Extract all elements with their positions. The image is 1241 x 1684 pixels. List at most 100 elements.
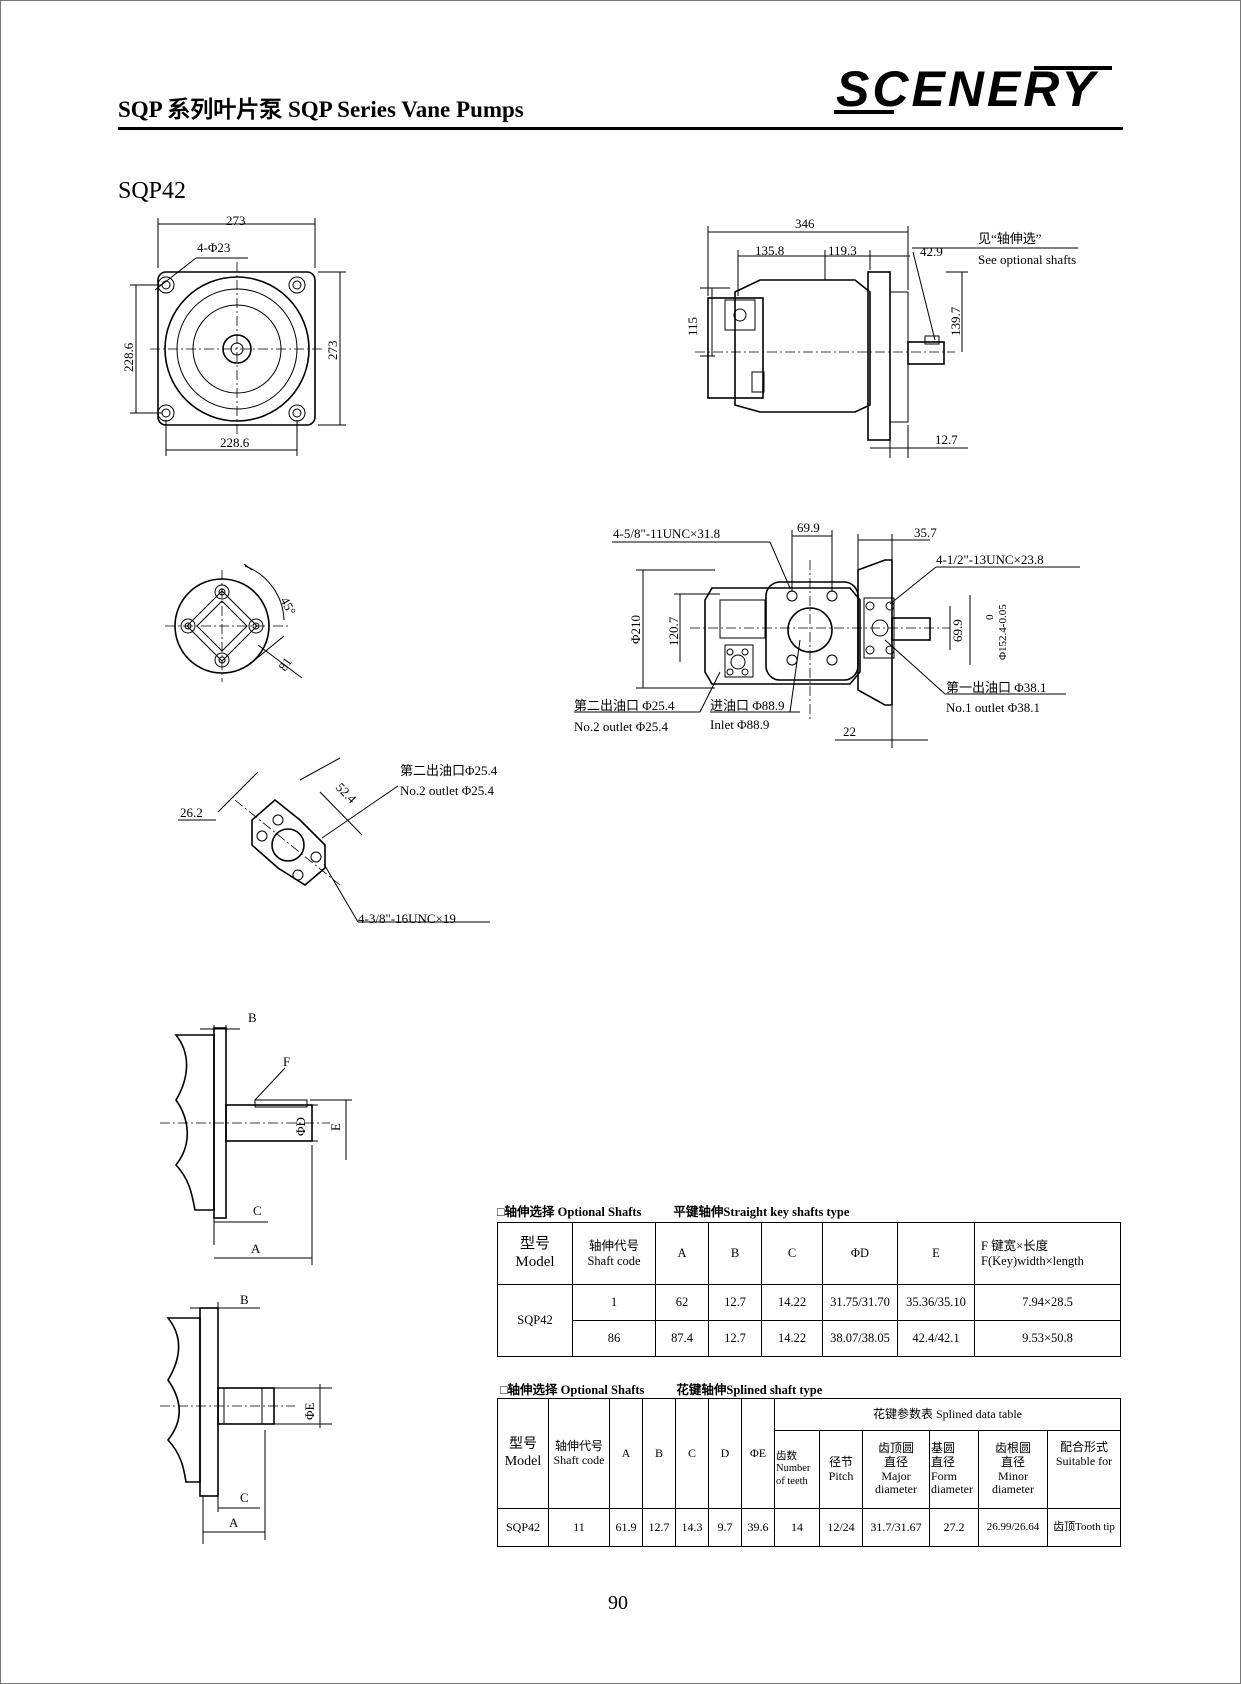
spline-header-form-en2: diameter	[931, 1482, 973, 1497]
header-rule	[118, 127, 1123, 130]
spline-header-c: C	[675, 1398, 709, 1509]
header-code-en: Shaft code	[587, 1253, 641, 1268]
bottom-view: 4-5/8"-11UNC×31.8 69.9 35.7 4-1/2"-13UNC…	[574, 520, 1080, 748]
header-model-cn: 型号	[519, 1236, 550, 1253]
cell-c: 14.22	[761, 1284, 823, 1321]
cell-b: 12.7	[708, 1284, 762, 1321]
svg-text:346: 346	[795, 216, 815, 231]
svg-text:F: F	[283, 1054, 290, 1069]
spline-header-major-cn2: 直径	[883, 1454, 908, 1469]
table-row: 86 87.4 12.7 14.22 38.07/38.05 42.4/42.1…	[498, 1320, 1121, 1357]
svg-text:C: C	[253, 1203, 262, 1218]
svg-text:26.2: 26.2	[180, 805, 203, 820]
svg-text:273: 273	[325, 341, 340, 361]
cell-d: 9.7	[708, 1508, 742, 1547]
header-a: A	[655, 1222, 709, 1285]
svg-text:B: B	[248, 1010, 257, 1025]
header-e: E	[897, 1222, 975, 1285]
svg-text:No.1 outlet Φ38.1: No.1 outlet Φ38.1	[946, 700, 1040, 715]
svg-text:35.7: 35.7	[914, 525, 937, 540]
svg-text:No.2 outlet Φ25.4: No.2 outlet Φ25.4	[574, 719, 668, 734]
cell-major: 31.7/31.67	[862, 1508, 930, 1547]
page-header-title: SQP 系列叶片泵 SQP Series Vane Pumps	[118, 97, 524, 122]
svg-text:0: 0	[984, 614, 996, 620]
cell-a: 62	[655, 1284, 709, 1321]
svg-text:B: B	[240, 1292, 249, 1307]
svg-text:No.2 outlet Φ25.4: No.2 outlet Φ25.4	[400, 783, 494, 798]
svg-text:Φ152.4-0.05: Φ152.4-0.05	[997, 604, 1009, 660]
header-model-en: Model	[515, 1253, 555, 1270]
key-model-cell: SQP42	[497, 1284, 573, 1357]
spline-shaft-type-text: 花键轴伸Splined shaft type	[676, 1383, 823, 1397]
header-code-cn: 轴伸代号	[588, 1239, 639, 1254]
svg-text:A: A	[229, 1515, 239, 1530]
svg-text:42.9: 42.9	[920, 244, 943, 259]
cell-minor: 26.99/26.64	[978, 1508, 1048, 1547]
svg-text:120.7: 120.7	[666, 616, 681, 646]
cell-form: 27.2	[929, 1508, 979, 1547]
table-row: SQP42 11 61.9 12.7 14.3 9.7 39.6 14 12/2…	[497, 1508, 1121, 1547]
spline-header-minor-cn2: 直径	[1000, 1454, 1025, 1469]
cell-b: 12.7	[642, 1508, 676, 1547]
svg-text:45°: 45°	[277, 594, 299, 617]
front-view: 273 4-Φ23 228.6 273 228.6	[121, 213, 346, 456]
cell-e: 35.36/35.10	[897, 1284, 975, 1321]
header-f-cn: F 键宽×长度	[981, 1239, 1049, 1254]
svg-text:139.7: 139.7	[948, 306, 963, 336]
key-shaft-caption-text: □轴伸选择 Optional Shafts	[497, 1205, 642, 1219]
spline-header-model-en: Model	[504, 1453, 542, 1469]
cell-b: 12.7	[708, 1320, 762, 1357]
spline-header-pitch-cn: 径节	[828, 1454, 853, 1469]
cell-a: 61.9	[609, 1508, 643, 1547]
spline-header-model-cn: 型号	[509, 1437, 537, 1453]
cell-e: 39.6	[741, 1508, 775, 1547]
spline-header-major-en2: diameter	[875, 1482, 917, 1497]
svg-text:Φ210: Φ210	[628, 615, 643, 644]
side-view: 346 135.8 119.3 42.9 见“轴伸选” See optional…	[685, 216, 1078, 458]
spline-header-code-en: Shaft code	[553, 1452, 605, 1467]
spline-header-fit-en: Suitable for	[1055, 1453, 1113, 1468]
svg-text:Inlet Φ88.9: Inlet Φ88.9	[710, 717, 769, 732]
spline-header-e: ΦE	[741, 1398, 775, 1509]
svg-text:See optional shafts: See optional shafts	[978, 252, 1076, 267]
brand-logo: SCENERY	[834, 61, 1112, 117]
page-number: 90	[608, 1592, 628, 1614]
svg-text:E: E	[328, 1123, 343, 1131]
svg-text:见“轴伸选”: 见“轴伸选”	[978, 231, 1042, 246]
spline-header-major-en1: Major	[881, 1468, 911, 1483]
cell-fit: 齿顶Tooth tip	[1047, 1508, 1121, 1547]
svg-text:SCENERY: SCENERY	[836, 61, 1099, 117]
spline-header-fit-cn: 配合形式	[1059, 1440, 1108, 1454]
spline-header-teeth-en1: Number	[776, 1463, 811, 1475]
key-shaft-caption: □轴伸选择 Optional Shafts 平键轴伸Straight key sh…	[497, 1201, 849, 1220]
key-shaft-type-text: 平键轴伸Straight key shafts type	[673, 1205, 850, 1219]
spline-header-form-cn2: 直径	[931, 1454, 956, 1469]
svg-text:22: 22	[843, 724, 856, 739]
spline-header-form-cn1: 基圆	[931, 1440, 956, 1455]
svg-text:69.9: 69.9	[797, 520, 820, 535]
cell-f: 9.53×50.8	[974, 1320, 1121, 1357]
cell-f: 7.94×28.5	[974, 1284, 1121, 1321]
spline-header-b: B	[642, 1398, 676, 1509]
cell-c: 14.22	[761, 1320, 823, 1357]
svg-text:4-1/2"-13UNC×23.8: 4-1/2"-13UNC×23.8	[936, 552, 1044, 567]
cell-model: SQP42	[497, 1508, 549, 1547]
spline-header-code-cn: 轴伸代号	[554, 1438, 603, 1453]
header-d: ΦD	[822, 1222, 898, 1285]
cell-teeth: 14	[774, 1508, 820, 1547]
spline-group-header: 花键参数表 Splined data table	[774, 1398, 1121, 1431]
svg-text:228.6: 228.6	[220, 435, 250, 450]
svg-text:273: 273	[226, 213, 246, 228]
svg-text:4-Φ23: 4-Φ23	[197, 240, 230, 255]
header-b: B	[708, 1222, 762, 1285]
spline-header-minor-en2: diameter	[992, 1482, 1034, 1497]
model-title: SQP42	[118, 178, 187, 204]
spline-header-teeth-en2: of teeth	[776, 1475, 808, 1487]
spline-header-major-cn1: 齿顶圆	[877, 1440, 914, 1455]
svg-text:第二出油口 Φ25.4: 第二出油口 Φ25.4	[574, 698, 675, 713]
spline-header-minor-en1: Minor	[998, 1468, 1028, 1483]
cell-a: 87.4	[655, 1320, 709, 1357]
svg-text:4-5/8"-11UNC×31.8: 4-5/8"-11UNC×31.8	[613, 526, 720, 541]
svg-text:A: A	[251, 1241, 261, 1256]
